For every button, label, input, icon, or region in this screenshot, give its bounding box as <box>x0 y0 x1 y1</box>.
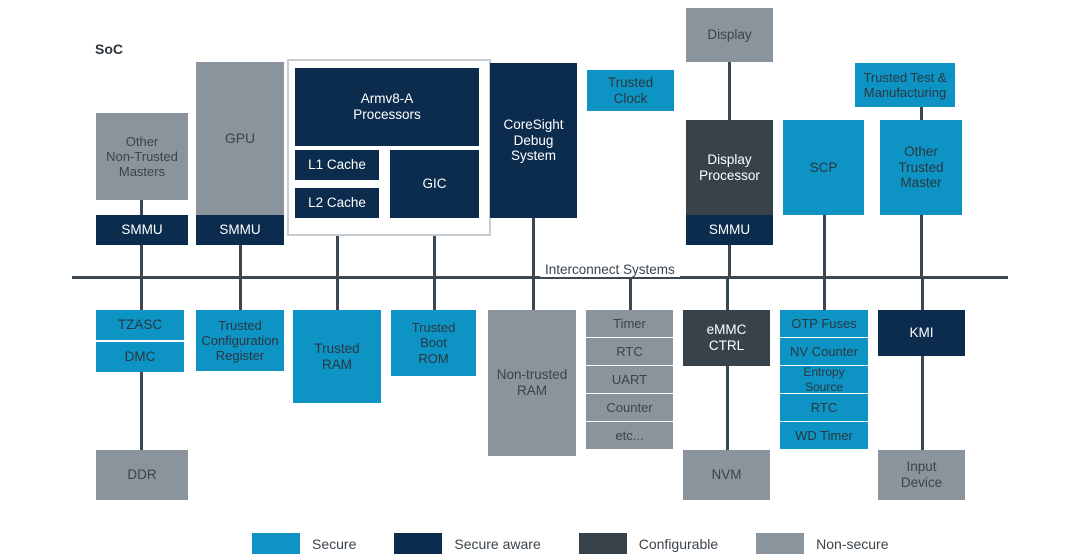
legend-swatch-non-secure <box>756 533 805 554</box>
block-emmc-ctrl: eMMC CTRL <box>683 310 770 366</box>
block-rtc-ns: RTC <box>586 338 673 365</box>
connector-w-inter-ntram <box>532 278 535 312</box>
connector-w-inter-kmi <box>921 278 924 312</box>
block-trusted-test-manufacturing: Trusted Test & Manufacturing <box>855 63 955 107</box>
block-armv8a-processors: Armv8-A Processors <box>295 68 479 146</box>
block-smmu-masters: SMMU <box>96 215 188 245</box>
legend-label-configurable: Configurable <box>638 535 719 552</box>
block-smmu-display: SMMU <box>686 215 773 245</box>
block-timer: Timer <box>586 310 673 337</box>
connector-w-inter-otp <box>823 278 826 312</box>
connector-w-scp-inter <box>823 213 826 279</box>
connector-w-gpusmmu-inter <box>239 243 242 279</box>
block-scp: SCP <box>783 120 864 215</box>
block-trusted-ram: Trusted RAM <box>293 310 381 403</box>
block-other-non-trusted-masters: Other Non-Trusted Masters <box>96 113 188 200</box>
block-other-trusted-master: Other Trusted Master <box>880 120 962 215</box>
connector-w-inter-tbrom <box>433 278 436 312</box>
block-nv-counter: NV Counter <box>780 338 868 365</box>
block-wd-timer: WD Timer <box>780 422 868 449</box>
legend-swatch-configurable <box>578 533 627 554</box>
connector-w-emmc-nvm <box>726 364 729 452</box>
connector-w-masters-smmu <box>140 198 143 218</box>
connector-w-inter-tzasc <box>140 278 143 312</box>
legend-item-non-secure: Non-secure <box>756 533 889 554</box>
block-etc: etc... <box>586 422 673 449</box>
block-smmu-gpu: SMMU <box>196 215 284 245</box>
connector-w-dpsmmu-inter <box>728 243 731 279</box>
block-rtc-secure: RTC <box>780 394 868 421</box>
soc-title-label: SoC <box>95 41 123 57</box>
interconnect-bus-label: Interconnect Systems <box>540 262 680 277</box>
connector-w-ttm-otm <box>920 105 923 123</box>
connector-w-gic-inter <box>433 216 436 278</box>
connector-w-dmc-ddr <box>140 370 143 452</box>
legend-item-secure-aware: Secure aware <box>394 533 541 554</box>
block-uart: UART <box>586 366 673 393</box>
connector-w-l2-inter <box>336 216 339 278</box>
block-coresight-debug-system: CoreSight Debug System <box>490 63 577 218</box>
legend-swatch-secure-aware <box>394 533 443 554</box>
block-trusted-boot-rom: Trusted Boot ROM <box>391 310 476 376</box>
block-trusted-configuration-register: Trusted Configuration Register <box>196 310 284 371</box>
legend-item-secure: Secure <box>252 533 356 554</box>
legend: Secure Secure aware Configurable Non-secure <box>252 533 927 554</box>
block-entropy-source: Entropy Source <box>780 365 868 394</box>
block-ddr: DDR <box>96 450 188 500</box>
connector-w-smmu-interconnect <box>140 243 143 279</box>
block-input-device: Input Device <box>878 450 965 500</box>
block-display: Display <box>686 8 773 62</box>
block-dmc: DMC <box>96 342 184 372</box>
block-non-trusted-ram: Non-trusted RAM <box>488 310 576 456</box>
block-gpu: GPU <box>196 62 284 215</box>
connector-w-display-dp <box>728 60 731 122</box>
legend-label-secure: Secure <box>312 535 357 552</box>
block-l2-cache: L2 Cache <box>295 188 379 218</box>
legend-swatch-secure <box>252 533 300 554</box>
connector-w-otm-inter <box>920 213 923 279</box>
block-counter: Counter <box>586 394 673 421</box>
block-gic: GIC <box>390 150 479 218</box>
connector-w-inter-timer <box>629 278 632 312</box>
connector-w-inter-tcr <box>239 278 242 312</box>
legend-label-secure-aware: Secure aware <box>454 535 541 552</box>
legend-item-configurable: Configurable <box>578 533 719 554</box>
block-tzasc: TZASC <box>96 310 184 340</box>
block-nvm: NVM <box>683 450 770 500</box>
interconnect-bus-line <box>72 276 1008 279</box>
block-trusted-clock: Trusted Clock <box>587 70 674 111</box>
connector-w-inter-tram <box>336 278 339 312</box>
block-l1-cache: L1 Cache <box>295 150 379 180</box>
connector-w-inter-emmc <box>726 278 729 312</box>
block-display-processor: Display Processor <box>686 120 773 215</box>
block-otp-fuses: OTP Fuses <box>780 310 868 337</box>
connector-w-coresight-inter <box>532 216 535 278</box>
legend-label-non-secure: Non-secure <box>816 535 889 552</box>
block-kmi: KMI <box>878 310 965 356</box>
connector-w-kmi-input <box>921 354 924 452</box>
